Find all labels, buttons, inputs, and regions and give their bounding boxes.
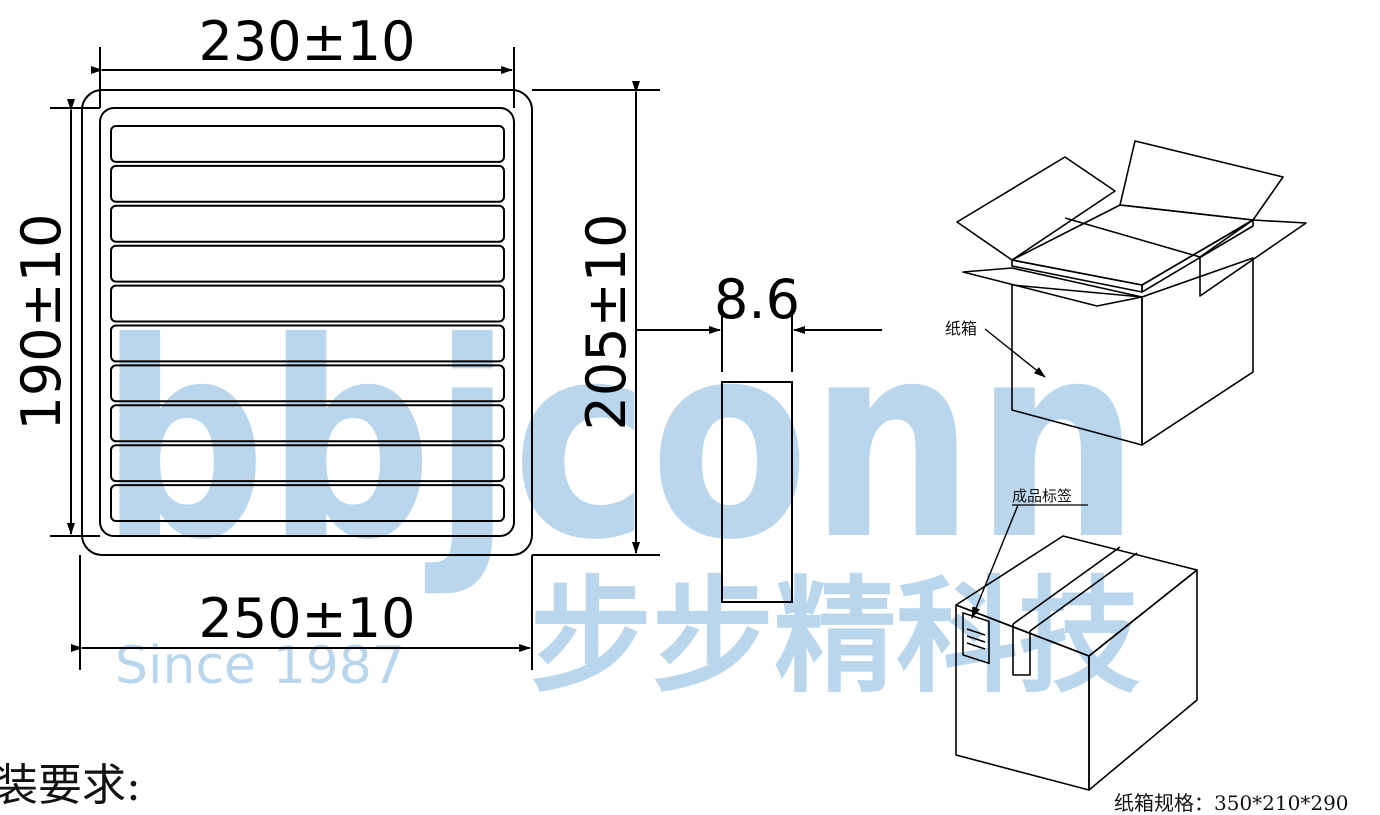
dim-right-height: 205±10 xyxy=(575,213,638,430)
label-carton: 纸箱 xyxy=(945,319,977,338)
tray-slot xyxy=(110,204,505,243)
dim-bottom-width: 250±10 xyxy=(198,587,415,650)
dim-left-height: 190±10 xyxy=(10,213,73,430)
dim-top-width: 230±10 xyxy=(198,10,415,73)
tray-slots xyxy=(110,125,505,523)
dim-thickness: 8.6 xyxy=(714,268,800,331)
tray-side-view xyxy=(721,381,793,603)
tray-slot xyxy=(110,244,505,283)
tray-slot xyxy=(110,125,505,163)
packaging-requirements-heading: 装要求: xyxy=(0,760,141,811)
tray-drawing xyxy=(81,89,533,556)
dimension-lines xyxy=(50,47,882,670)
open-carton-drawing xyxy=(956,140,1307,446)
tray-outer-outline xyxy=(81,89,533,556)
tray-inner-outline xyxy=(99,107,515,537)
carton-leader-line xyxy=(984,328,1046,378)
label-product-label: 成品标签 xyxy=(1012,487,1072,505)
tray-slot xyxy=(110,484,505,523)
tray-slot xyxy=(110,404,505,443)
tray-slot xyxy=(110,444,505,483)
watermark-company: 步步精科技 xyxy=(530,565,1140,710)
tray-slot xyxy=(110,284,505,323)
label-leader-line xyxy=(971,504,1019,619)
tray-slot xyxy=(110,324,505,363)
carton-spec: 纸箱规格：350*210*290 xyxy=(1114,791,1349,815)
tray-slot xyxy=(110,164,505,203)
tray-slot xyxy=(110,364,505,403)
